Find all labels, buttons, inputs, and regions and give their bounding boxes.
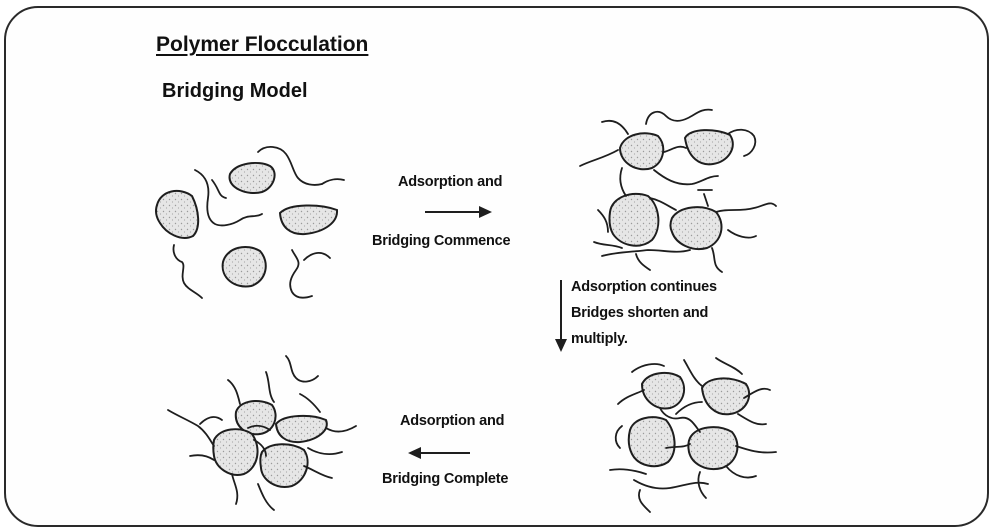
particle bbox=[687, 426, 739, 470]
polymer-chain bbox=[257, 483, 275, 511]
polymer-chain bbox=[285, 355, 319, 383]
polymer-chain bbox=[303, 252, 331, 261]
particle bbox=[700, 377, 751, 416]
polymer-chain bbox=[231, 473, 239, 505]
step-label-complete-line1: Adsorption and bbox=[400, 413, 505, 429]
polymer-chain bbox=[619, 167, 627, 197]
particle bbox=[627, 416, 676, 468]
step-label-continues-line3: multiply. bbox=[571, 331, 628, 347]
polymer-chain bbox=[614, 425, 623, 449]
polymer-chain bbox=[265, 371, 275, 403]
polymer-chain bbox=[579, 149, 619, 167]
diagram-frame bbox=[4, 6, 989, 527]
polymer-chain bbox=[649, 197, 677, 211]
polymer-chain bbox=[703, 193, 709, 207]
stage-bridging-commence bbox=[579, 108, 777, 273]
step-label-commence-line2: Bridging Commence bbox=[372, 233, 511, 249]
polymer-chain bbox=[299, 393, 321, 413]
polymer-chain bbox=[727, 229, 757, 239]
polymer-chain bbox=[715, 202, 777, 213]
polymer-chain bbox=[189, 454, 215, 461]
polymer-chain bbox=[715, 357, 743, 375]
polymer-chain bbox=[638, 489, 651, 513]
polymer-chain bbox=[727, 128, 757, 157]
polymer-chain bbox=[663, 145, 687, 153]
particle bbox=[683, 129, 734, 166]
polymer-chain bbox=[735, 445, 777, 454]
polymer-chain bbox=[725, 465, 757, 479]
particle bbox=[669, 206, 723, 250]
polymer-chain bbox=[303, 465, 333, 479]
polymer-chain bbox=[653, 169, 719, 186]
stage-dispersed bbox=[155, 146, 345, 299]
diagram-subtitle: Bridging Model bbox=[162, 80, 308, 102]
polymer-chain bbox=[172, 244, 203, 299]
polymer-chain bbox=[609, 468, 647, 475]
stage-bridges-multiply bbox=[609, 357, 777, 513]
polymer-chain bbox=[253, 439, 267, 457]
polymer-chain bbox=[683, 359, 703, 387]
polymer-chain bbox=[635, 253, 651, 271]
polymer-chain bbox=[227, 379, 241, 405]
particle bbox=[640, 371, 686, 410]
polymer-chain bbox=[289, 249, 313, 299]
page-title: Polymer Flocculation bbox=[156, 33, 369, 56]
arrow-right-icon bbox=[425, 206, 492, 218]
polymer-chain bbox=[711, 247, 723, 273]
polymer-chain bbox=[665, 443, 691, 449]
particle bbox=[618, 132, 665, 171]
polymer-chain bbox=[257, 146, 323, 186]
polymer-chain bbox=[659, 407, 701, 433]
polymer-chain bbox=[737, 413, 767, 426]
particle bbox=[274, 414, 328, 444]
polymer-chain bbox=[321, 178, 345, 185]
particle bbox=[259, 443, 309, 488]
step-label-continues-line2: Bridges shorten and bbox=[571, 305, 709, 321]
particle bbox=[278, 204, 339, 236]
polymer-chain bbox=[247, 424, 271, 431]
polymer-chain bbox=[631, 363, 665, 373]
particle bbox=[228, 161, 276, 194]
polymer-chain bbox=[633, 479, 709, 490]
stage-bridging-complete bbox=[167, 355, 357, 511]
arrow-left-icon bbox=[408, 447, 470, 459]
polymer-chain bbox=[601, 249, 691, 257]
arrow-down-icon bbox=[555, 280, 567, 352]
polymer-chain bbox=[617, 389, 645, 405]
polymer-chain bbox=[645, 108, 713, 125]
particle bbox=[608, 192, 660, 247]
step-label-complete-line2: Bridging Complete bbox=[382, 471, 509, 487]
polymer-chain bbox=[601, 119, 629, 135]
polymer-chain bbox=[743, 387, 771, 399]
polymer-chain bbox=[325, 425, 357, 433]
particle bbox=[221, 246, 267, 288]
polymer-chain bbox=[167, 409, 215, 447]
polymer-chain bbox=[307, 447, 343, 455]
polymer-chain bbox=[211, 179, 227, 199]
polymer-chain bbox=[597, 209, 609, 233]
polymer-chain bbox=[199, 416, 223, 425]
polymer-chain bbox=[697, 471, 707, 499]
step-label-commence-line1: Adsorption and bbox=[398, 174, 503, 190]
polymer-chain bbox=[194, 169, 263, 227]
polymer-chain bbox=[593, 241, 623, 249]
particle bbox=[155, 189, 200, 239]
polymer-chain bbox=[675, 401, 703, 415]
particle bbox=[212, 428, 259, 476]
step-label-continues-line1: Adsorption continues bbox=[571, 279, 717, 295]
